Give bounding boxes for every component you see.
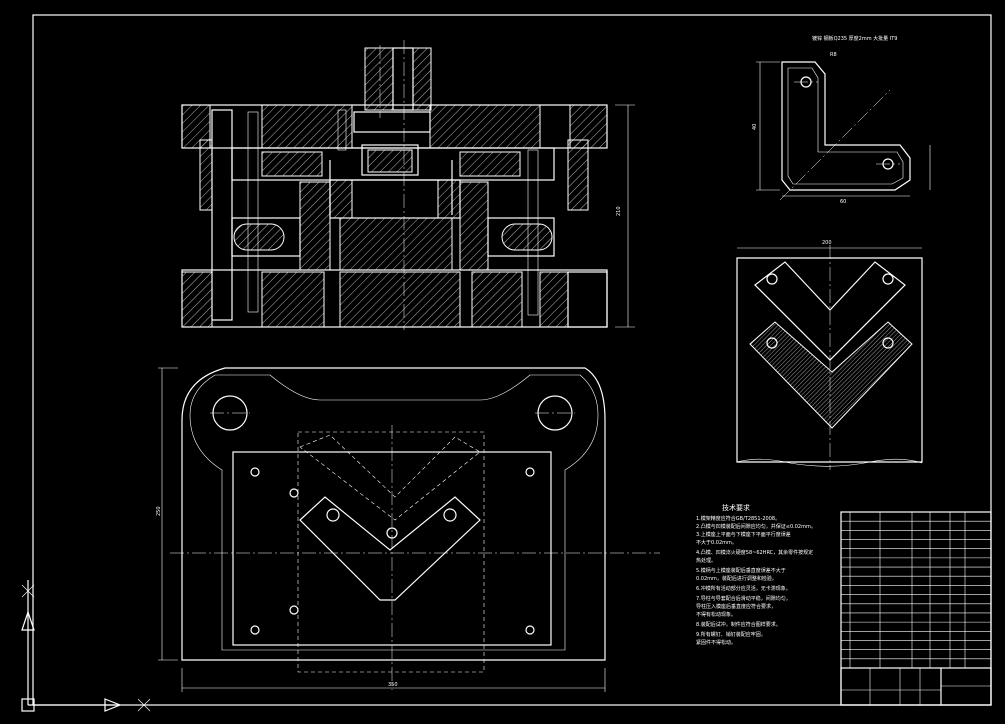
tech-req-line: 5.模柄与上模座装配后垂直度误差不大于 <box>696 567 786 574</box>
dim-plan-width: 350 <box>388 682 398 688</box>
tech-req-line: 3.上模座上平面与下模座下平面平行度误差 <box>696 531 791 538</box>
tech-req-line: 不大于0.02mm。 <box>696 539 737 546</box>
tech-req-line: 2.凸模与凹模装配后间隙应均匀，并保证≤0.02mm。 <box>696 523 816 530</box>
drawing-frame <box>32 14 992 706</box>
tech-req-line: 0.02mm，装配后进行调整和检验。 <box>696 575 777 582</box>
dim-plan-height: 250 <box>156 506 162 516</box>
tech-req-line: 热处理。 <box>696 557 716 564</box>
part-note: 镀锌 钢板Q235 厚度2mm 大批量 IT9 <box>812 35 897 42</box>
ucs-icon <box>21 580 151 712</box>
tech-req-line: 8.装配后试冲，制件应符合图样要求。 <box>696 621 781 628</box>
tech-req-line: 导柱压入模座后垂直度应符合要求， <box>696 603 776 610</box>
dim-r8: R8 <box>830 52 837 58</box>
tech-req-line: 6.冲模所有活动部分应灵活，无卡滞现象。 <box>696 585 791 592</box>
tech-req-title: 技术要求 <box>722 503 750 512</box>
tech-req-line: 紧固件不得松动。 <box>696 639 736 646</box>
part-drawing: 镀锌 钢板Q235 厚度2mm 大批量 IT9 40 60 R8 <box>752 35 931 205</box>
tech-req-line: 1.模架精度应符合GB/T2851-2008。 <box>696 515 780 522</box>
tech-req-line: 9.所有螺钉、销钉装配应牢固， <box>696 631 766 638</box>
dim-section-height: 210 <box>616 206 622 216</box>
tech-req-line: 7.导柱与导套配合后滑动平稳，间隙均匀， <box>696 595 791 602</box>
die-plan-view: 350 250 <box>156 367 660 692</box>
dim-die-width: 200 <box>822 240 832 246</box>
tech-requirements: 技术要求 1.模架精度应符合GB/T2851-2008。 2.凸模与凹模装配后间… <box>696 503 816 646</box>
die-section-view: 210 <box>181 40 635 330</box>
title-block <box>840 511 992 706</box>
tech-req-line: 4.凸模、凹模淬火硬度58~62HRC，其余零件按规定 <box>696 549 813 556</box>
dim-part-width: 60 <box>840 199 846 205</box>
dim-part-height: 40 <box>752 124 758 130</box>
die-detail-view: 200 <box>736 240 923 470</box>
tech-req-line: 不得有松动现象。 <box>696 611 736 618</box>
